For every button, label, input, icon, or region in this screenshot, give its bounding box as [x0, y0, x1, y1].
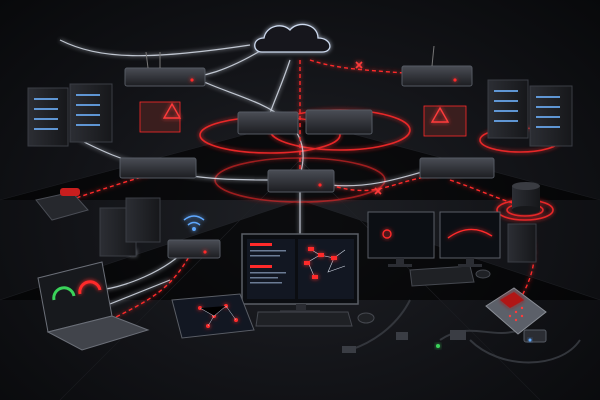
server-rack-right [487, 79, 573, 147]
cloud-icon [254, 23, 331, 53]
handheld-tester [485, 287, 547, 343]
usb-adapter [342, 330, 466, 353]
storage-drum [512, 182, 540, 214]
core-router [267, 169, 335, 193]
main-monitor [241, 233, 359, 314]
server-rack-small [99, 197, 537, 263]
warning-icon [162, 102, 182, 119]
laptop [37, 261, 150, 351]
firewall-left [139, 101, 182, 133]
cables [349, 299, 581, 364]
world-monitors [367, 211, 501, 267]
tablet [171, 293, 255, 339]
ip-phone [35, 188, 89, 221]
warning-icon [430, 106, 450, 123]
keyboard [255, 265, 491, 327]
network-switches [119, 45, 495, 259]
wifi-router [167, 239, 221, 259]
firewall-right [423, 105, 467, 137]
wifi-icon [183, 215, 205, 231]
server-rack-left [27, 83, 113, 147]
